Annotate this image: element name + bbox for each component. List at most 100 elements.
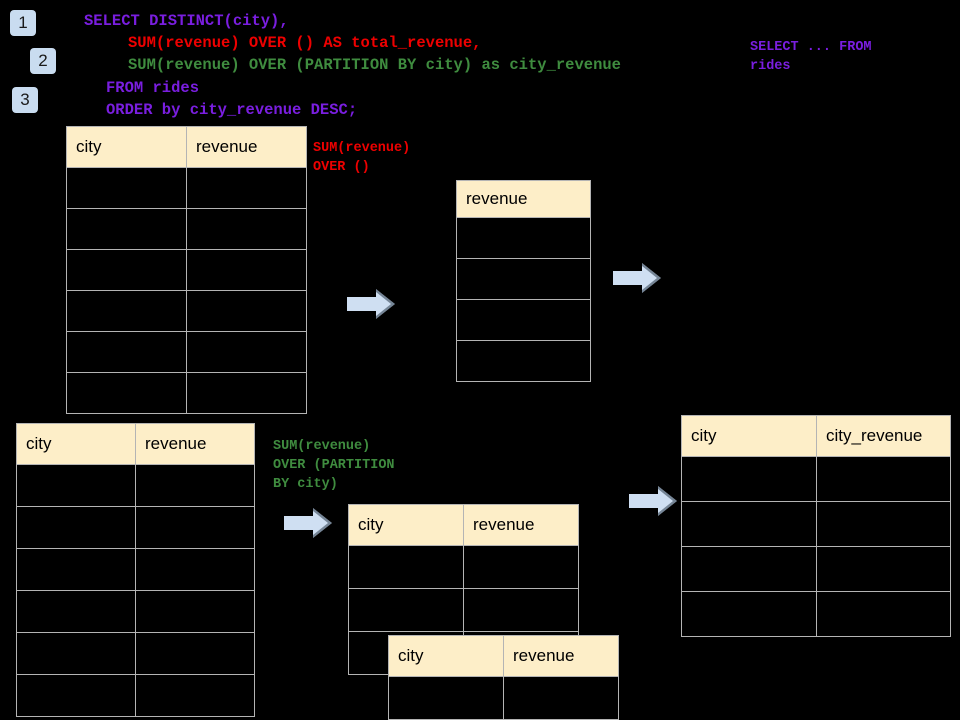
table-cell [463, 588, 579, 632]
table-header-row: city revenue [348, 504, 579, 546]
column-header-city: city [388, 635, 504, 677]
table-row [66, 372, 307, 414]
table-source-bottom: city revenue [16, 423, 255, 717]
sql-line-from-rides: FROM rides [106, 79, 200, 97]
table-row [16, 506, 255, 549]
column-header-revenue: revenue [135, 423, 255, 465]
table-cell [456, 258, 591, 300]
table-cell [816, 456, 951, 502]
table-cell [681, 591, 817, 637]
table-cell [456, 217, 591, 259]
step-badge-1: 1 [10, 10, 36, 36]
annotation-sum-over-partition: SUM(revenue) OVER (PARTITION BY city) [273, 439, 395, 492]
table-cell [681, 501, 817, 547]
table-cell [186, 290, 307, 332]
table-row [16, 632, 255, 675]
table-cell [135, 674, 255, 717]
table-cell [186, 331, 307, 373]
sql-line-sum-over-partition: SUM(revenue) OVER (PARTITION BY city) as… [128, 56, 621, 74]
table-partition-front: city revenue [388, 635, 619, 720]
table-cell [186, 208, 307, 250]
table-cell [16, 464, 136, 507]
table-cell [66, 167, 187, 209]
column-header-city: city [66, 126, 187, 168]
table-cell [135, 506, 255, 549]
table-cell [66, 249, 187, 291]
annotation-select-from-rides: SELECT ... FROM rides [750, 40, 872, 74]
table-row [348, 588, 579, 632]
table-cell [681, 456, 817, 502]
table-cell [16, 632, 136, 675]
table-source-top: city revenue [66, 126, 307, 414]
table-cell [16, 548, 136, 591]
table-row [66, 167, 307, 209]
table-cell [66, 372, 187, 414]
column-header-revenue: revenue [463, 504, 579, 546]
table-cell [186, 167, 307, 209]
table-row [456, 340, 591, 382]
sql-line-order-by: ORDER by city_revenue DESC; [106, 101, 358, 119]
column-header-city-revenue: city_revenue [816, 415, 951, 457]
table-cell [16, 674, 136, 717]
table-header-row: city revenue [388, 635, 619, 677]
step-badge-2: 2 [30, 48, 56, 74]
table-row [456, 217, 591, 259]
arrow-total-to-result [613, 263, 661, 293]
column-header-revenue: revenue [456, 180, 591, 218]
column-header-city: city [16, 423, 136, 465]
column-header-city: city [681, 415, 817, 457]
table-total-revenue: revenue [456, 180, 591, 382]
table-cell [456, 299, 591, 341]
table-cell [135, 464, 255, 507]
table-row [388, 676, 619, 720]
arrow-source-to-total [347, 289, 395, 319]
table-row [66, 208, 307, 250]
table-row [348, 545, 579, 589]
table-cell [135, 590, 255, 633]
table-result: city city_revenue [681, 415, 951, 637]
table-row [66, 249, 307, 291]
table-row [66, 331, 307, 373]
step-badge-3: 3 [12, 87, 38, 113]
table-row [681, 501, 951, 547]
table-cell [348, 545, 464, 589]
column-header-revenue: revenue [186, 126, 307, 168]
table-row [681, 546, 951, 592]
sql-line-select-distinct: SELECT DISTINCT(city), [84, 12, 289, 30]
table-cell [503, 676, 619, 720]
arrow-source-to-partition [284, 508, 332, 538]
table-row [66, 290, 307, 332]
table-cell [456, 340, 591, 382]
arrow-partition-to-result [629, 486, 677, 516]
table-row [16, 464, 255, 507]
table-row [16, 590, 255, 633]
table-header-row: revenue [456, 180, 591, 218]
annotation-sum-over-empty: SUM(revenue) OVER () [313, 141, 411, 175]
table-cell [816, 501, 951, 547]
table-cell [463, 545, 579, 589]
table-cell [186, 372, 307, 414]
table-header-row: city revenue [66, 126, 307, 168]
table-cell [66, 331, 187, 373]
table-cell [816, 591, 951, 637]
table-cell [135, 548, 255, 591]
table-row [681, 591, 951, 637]
table-cell [348, 588, 464, 632]
column-header-revenue: revenue [503, 635, 619, 677]
table-cell [66, 290, 187, 332]
table-header-row: city revenue [16, 423, 255, 465]
table-row [456, 258, 591, 300]
table-row [456, 299, 591, 341]
sql-line-sum-over-empty: SUM(revenue) OVER () AS total_revenue, [128, 34, 482, 52]
table-row [16, 548, 255, 591]
table-row [16, 674, 255, 717]
table-cell [16, 506, 136, 549]
column-header-city: city [348, 504, 464, 546]
table-header-row: city city_revenue [681, 415, 951, 457]
table-cell [388, 676, 504, 720]
table-cell [681, 546, 817, 592]
table-row [681, 456, 951, 502]
table-cell [66, 208, 187, 250]
table-cell [16, 590, 136, 633]
